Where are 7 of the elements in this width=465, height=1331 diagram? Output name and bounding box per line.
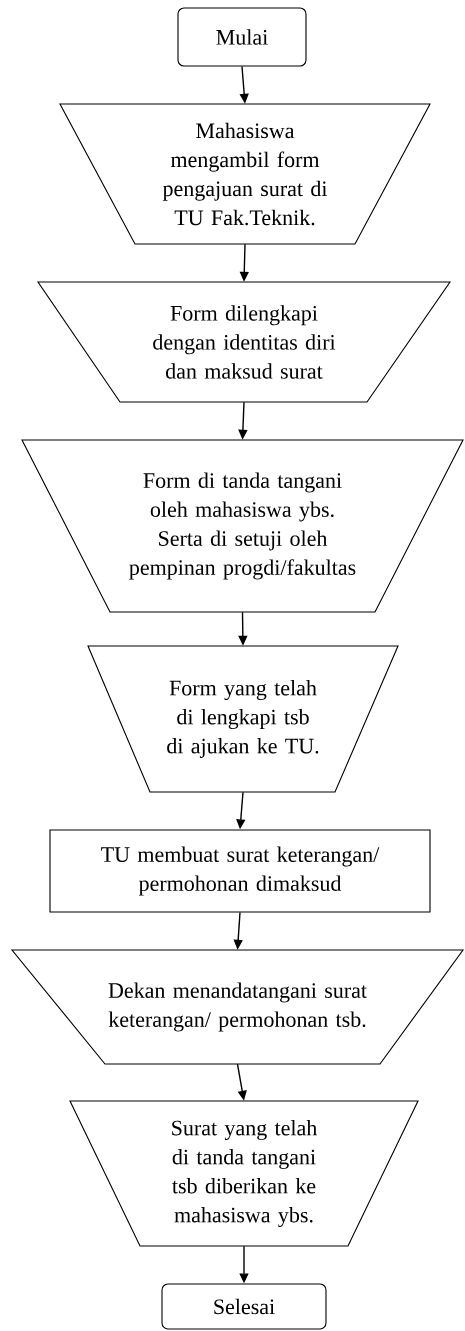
terminal-box: Mulai — [177, 7, 307, 67]
terminal-box: Selesai — [161, 1283, 327, 1330]
manual-operation-box: Surat yang telah di tanda tangani tsb diberikan ke mahasiswa ybs. — [69, 1100, 419, 1247]
manual-operation-box: Form yang telah di lengkapi tsb di ajukan ke TU. — [87, 645, 399, 793]
manual-operation-box: Mahasiswa mengambil form pengajuan surat di TU Fak.Teknik. — [59, 103, 431, 245]
process-box: TU membuat surat keterangan/ permohonan dimaksud — [49, 829, 431, 913]
manual-operation-box: Form di tanda tangani oleh mahasiswa ybs. Serta di setuji oleh pempinan progdi/fakultas — [21, 439, 464, 613]
